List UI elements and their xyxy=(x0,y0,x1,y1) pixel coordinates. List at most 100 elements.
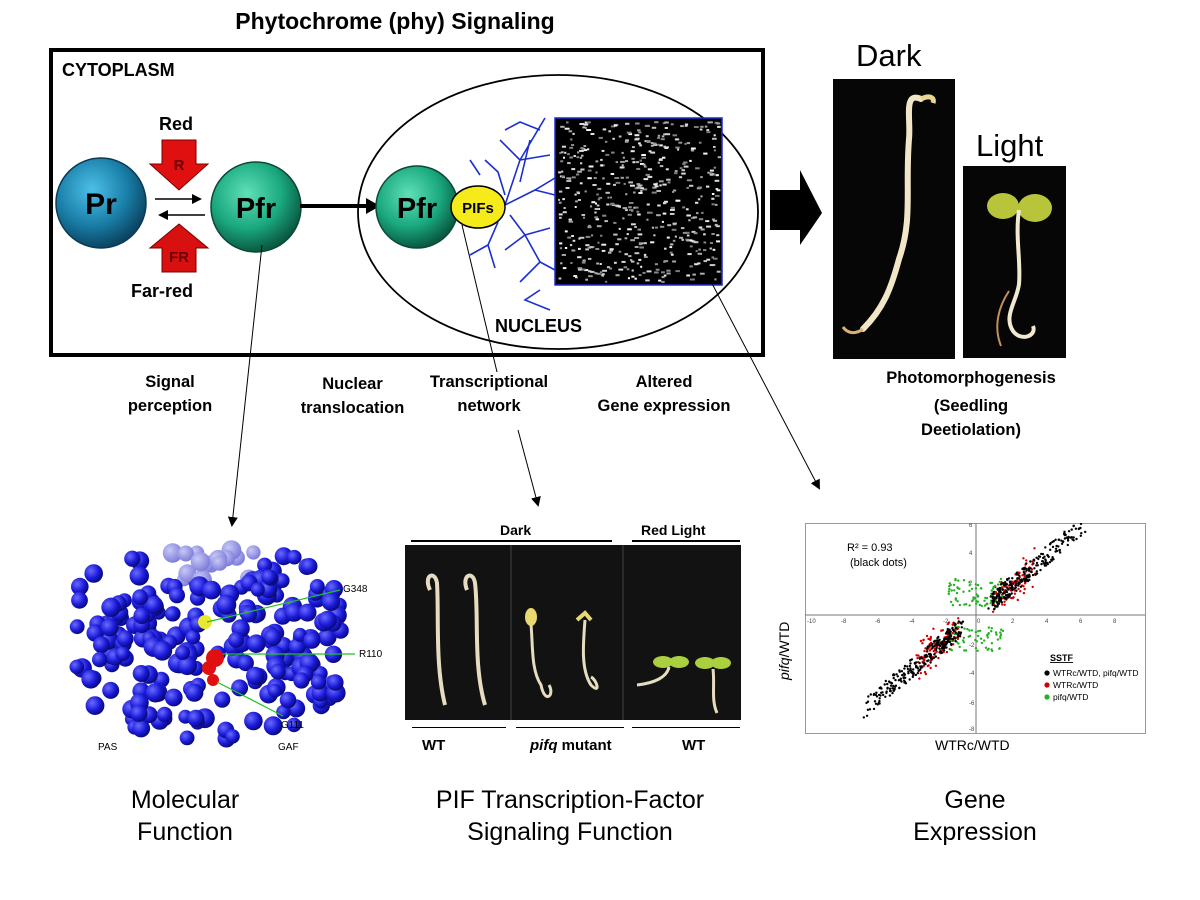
scatter-point xyxy=(972,596,975,599)
scatter-point xyxy=(953,622,956,625)
microarray-spot xyxy=(606,266,611,269)
microarray-spot xyxy=(674,170,678,173)
x-tick-label: 6 xyxy=(1079,619,1083,625)
scatter-point xyxy=(888,689,892,693)
microarray-spot xyxy=(583,123,589,126)
microarray-spot xyxy=(560,125,565,128)
scatter-point xyxy=(994,591,998,594)
microarray-spot xyxy=(716,270,721,273)
atom-sphere xyxy=(212,555,228,571)
scatter-point xyxy=(883,683,886,686)
microarray-spot xyxy=(699,128,703,131)
scatter-point xyxy=(880,691,883,694)
scatter-point xyxy=(1020,578,1023,581)
microarray-spot xyxy=(697,186,703,189)
microarray-spot xyxy=(660,138,665,141)
microarray-spot xyxy=(601,249,606,252)
scatter-point xyxy=(974,587,978,590)
scatter-point xyxy=(924,656,927,659)
atom-sphere xyxy=(293,627,307,642)
microarray-spot xyxy=(713,149,716,152)
scatter-point xyxy=(1010,596,1013,600)
microarray-spot xyxy=(627,277,630,280)
microarray-spot xyxy=(638,258,642,261)
scatter-point xyxy=(950,643,953,647)
microarray-spot xyxy=(639,144,642,147)
microarray-spot xyxy=(649,211,653,214)
atom-sphere xyxy=(327,674,344,691)
atom-sphere xyxy=(246,545,261,560)
microarray-spot xyxy=(610,125,616,128)
scatter-point xyxy=(1067,535,1070,539)
atom-sphere xyxy=(301,558,318,575)
scatter-point xyxy=(887,680,891,683)
microarray-spot xyxy=(666,269,671,272)
scatter-point xyxy=(1049,548,1052,551)
scatter-point xyxy=(949,600,953,604)
scatter-point xyxy=(1079,526,1082,530)
atom-sphere xyxy=(228,632,245,648)
microarray-spot xyxy=(634,237,640,239)
microarray-spot xyxy=(644,124,649,127)
scatter-point xyxy=(1016,598,1019,602)
atom-sphere xyxy=(85,696,105,715)
microarray-spot xyxy=(652,186,657,189)
caption-line: Signaling Function xyxy=(467,818,673,846)
legend-title: SSTF xyxy=(1050,653,1074,663)
red-light-bracket xyxy=(632,540,740,542)
scatter-point xyxy=(909,658,912,662)
scatter-point xyxy=(1023,572,1026,576)
scatter-point xyxy=(1026,574,1029,577)
scatter-point xyxy=(966,627,969,631)
microarray-spot xyxy=(661,276,665,279)
microarray-spot xyxy=(672,134,678,137)
microarray-spot xyxy=(597,198,601,201)
scatter-point xyxy=(913,661,917,665)
microarray-spot xyxy=(716,240,721,243)
atom-sphere xyxy=(310,674,327,690)
scatter-point xyxy=(912,674,915,677)
microarray-spot xyxy=(628,181,633,184)
microarray-spot xyxy=(712,219,718,222)
scatter-point xyxy=(1035,570,1038,573)
scatter-point xyxy=(867,695,870,698)
microarray-spot xyxy=(586,129,592,131)
scatter-point xyxy=(1025,567,1028,571)
scatter-point xyxy=(949,630,952,633)
wt-red-underline xyxy=(632,727,740,728)
scatter-point xyxy=(945,631,949,634)
microarray-spot xyxy=(669,246,673,249)
scatter-point xyxy=(976,649,979,652)
scatter-point xyxy=(1033,567,1036,570)
microarray-spot xyxy=(605,191,610,194)
microarray-spot xyxy=(662,156,666,159)
atom-sphere xyxy=(261,569,277,585)
light-seedling-photo xyxy=(963,166,1066,358)
microarray-spot xyxy=(667,224,672,227)
scatter-point xyxy=(1000,601,1003,604)
atom-sphere xyxy=(244,711,263,731)
stage-text: network xyxy=(457,397,521,415)
microarray-spot xyxy=(587,257,592,260)
microarray-spot xyxy=(606,203,610,206)
microarray-spot xyxy=(563,207,566,209)
microarray-spot xyxy=(564,230,568,233)
microarray-spot xyxy=(562,211,567,214)
scatter-point xyxy=(972,598,975,601)
microarray-spot xyxy=(561,254,566,256)
microarray-spot xyxy=(650,151,656,154)
microarray-spot xyxy=(615,161,619,164)
scatter-point xyxy=(934,664,938,667)
microarray-spot xyxy=(604,220,608,223)
scatter-point xyxy=(954,577,957,581)
microarray-spot xyxy=(659,184,662,187)
microarray-spot xyxy=(585,278,588,281)
scatter-point xyxy=(1029,567,1032,570)
microarray-spot xyxy=(700,228,705,231)
microarray-spot xyxy=(639,246,644,249)
atom-sphere xyxy=(288,638,306,656)
scatter-point xyxy=(929,637,932,640)
microarray-spot xyxy=(585,235,591,238)
scatter-point xyxy=(1008,594,1011,597)
microarray-spot xyxy=(629,184,635,187)
